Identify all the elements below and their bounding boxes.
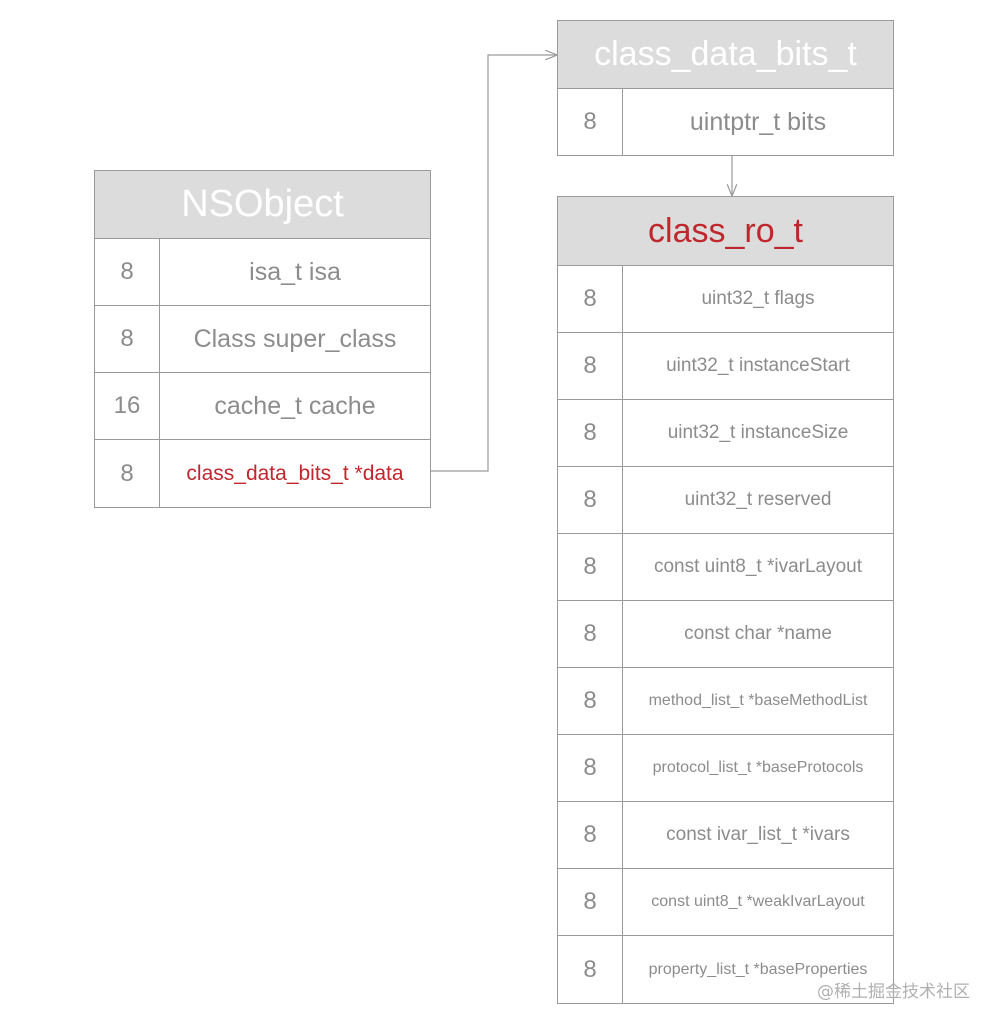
field-name: uint32_t reserved (684, 489, 832, 510)
field-size: 8 (558, 601, 623, 667)
field-size: 8 (558, 936, 623, 1003)
struct-row: 16 cache_t cache (95, 373, 430, 440)
nsobject-struct: NSObject 8 isa_t isa 8 Class super_class… (94, 170, 431, 508)
struct-row: 8 isa_t isa (95, 239, 430, 306)
nsobject-title: NSObject (95, 171, 430, 239)
class-data-bits-struct: class_data_bits_t 8 uintptr_t bits (557, 20, 894, 156)
field-size: 8 (95, 440, 160, 507)
field-name: uintptr_t bits (689, 107, 827, 136)
struct-row: 8 uint32_t instanceStart (558, 333, 893, 400)
field-size: 8 (558, 668, 623, 734)
field-name: protocol_list_t *baseProtocols (652, 759, 864, 776)
field-name: uint32_t instanceSize (667, 422, 849, 443)
struct-row: 8 uint32_t instanceSize (558, 400, 893, 467)
struct-row: 8 uint32_t flags (558, 266, 893, 333)
struct-row: 8 class_data_bits_t *data (95, 440, 430, 507)
field-size: 8 (558, 89, 623, 155)
class-data-bits-title: class_data_bits_t (558, 21, 893, 89)
struct-row: 8 const uint8_t *ivarLayout (558, 534, 893, 601)
field-size: 8 (558, 802, 623, 868)
field-size: 8 (558, 400, 623, 466)
struct-row: 8 protocol_list_t *baseProtocols (558, 735, 893, 802)
struct-row: 8 uint32_t reserved (558, 467, 893, 534)
struct-row: 8 Class super_class (95, 306, 430, 373)
field-name: const uint8_t *ivarLayout (653, 556, 863, 577)
field-size: 8 (95, 306, 160, 372)
data-pointer-field: class_data_bits_t *data (186, 461, 404, 485)
field-size: 8 (558, 266, 623, 332)
class-ro-title: class_ro_t (558, 197, 893, 266)
class-ro-struct: class_ro_t 8 uint32_t flags 8 uint32_t i… (557, 196, 894, 1004)
struct-row: 8 const ivar_list_t *ivars (558, 802, 893, 869)
watermark: @稀土掘金技术社区 (817, 982, 970, 1002)
field-name: uint32_t flags (701, 288, 815, 309)
field-name: const ivar_list_t *ivars (666, 824, 850, 845)
struct-row: 8 uintptr_t bits (558, 89, 893, 155)
field-name: isa_t isa (249, 257, 341, 286)
field-size: 16 (95, 373, 160, 439)
field-name: method_list_t *baseMethodList (648, 692, 868, 709)
field-name: const uint8_t *weakIvarLayout (651, 893, 865, 910)
field-size: 8 (558, 333, 623, 399)
field-size: 8 (558, 534, 623, 600)
field-name: uint32_t instanceStart (666, 355, 850, 376)
field-size: 8 (558, 467, 623, 533)
struct-row: 8 method_list_t *baseMethodList (558, 668, 893, 735)
data-pointer-arrow (430, 55, 556, 472)
field-size: 8 (558, 869, 623, 935)
field-size: 8 (558, 735, 623, 801)
field-name: property_list_t *baseProperties (648, 960, 868, 978)
field-name: const char *name (684, 623, 832, 644)
struct-row: 8 property_list_t *baseProperties (558, 936, 893, 1003)
struct-row: 8 const uint8_t *weakIvarLayout (558, 869, 893, 936)
field-size: 8 (95, 239, 160, 305)
field-name: cache_t cache (214, 391, 376, 420)
field-name: Class super_class (193, 324, 397, 353)
struct-row: 8 const char *name (558, 601, 893, 668)
